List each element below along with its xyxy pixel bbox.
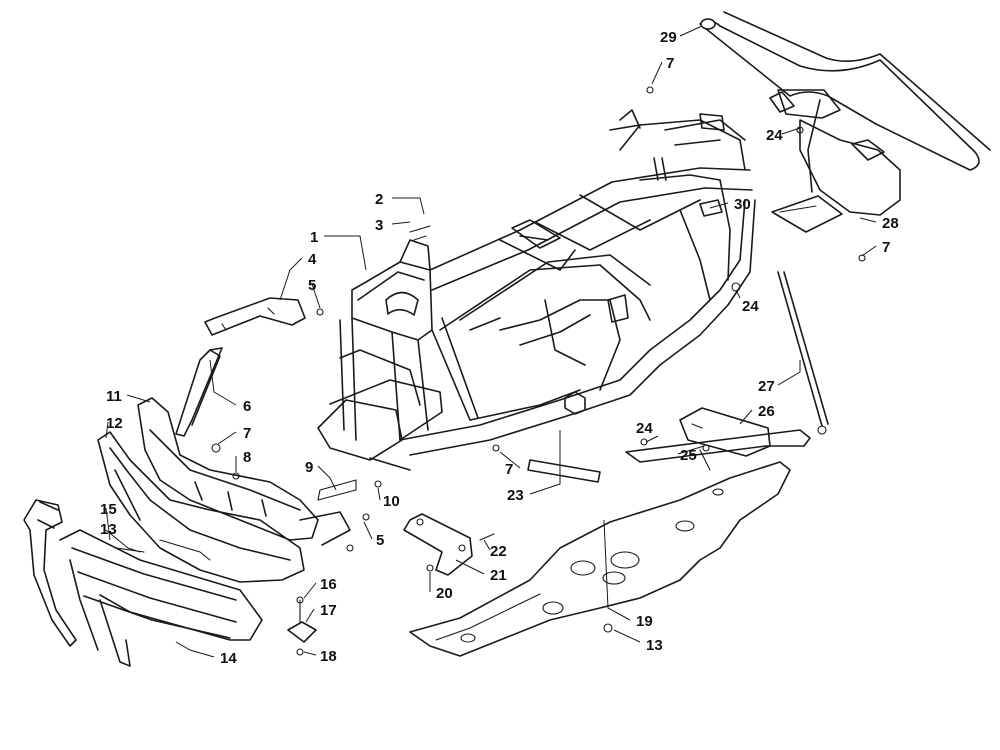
front-bumper <box>137 397 351 546</box>
rear-rack <box>699 11 991 233</box>
rear-rack-plug <box>700 18 716 30</box>
callout-1: 1 <box>310 229 318 246</box>
front-bracket-left <box>204 297 306 336</box>
bolt-hardware <box>211 86 866 633</box>
skid-mount-bracket <box>403 513 473 576</box>
leader-lines <box>105 25 877 658</box>
callout-26: 26 <box>758 403 775 420</box>
callout-3: 3 <box>375 217 383 234</box>
footrest-bracket <box>679 407 771 457</box>
callout-19: 19 <box>636 613 653 630</box>
callout-13-b: 13 <box>646 637 663 654</box>
skid-plate <box>409 461 791 657</box>
brace-rod <box>777 271 829 435</box>
callout-30: 30 <box>734 196 751 213</box>
callout-6: 6 <box>243 398 251 415</box>
callout-23: 23 <box>507 487 524 504</box>
callout-10: 10 <box>383 493 400 510</box>
callout-29: 29 <box>660 29 677 46</box>
callout-25: 25 <box>680 447 697 464</box>
brush-guard <box>23 499 263 667</box>
callout-7-b: 7 <box>666 55 674 72</box>
callout-13: 13 <box>100 521 117 538</box>
callout-18: 18 <box>320 648 337 665</box>
callout-7: 7 <box>243 425 251 442</box>
callout-4: 4 <box>308 251 317 268</box>
callout-9: 9 <box>305 459 313 476</box>
callout-2: 2 <box>375 191 383 208</box>
callout-labels: 1 2 3 4 5 6 7 8 9 10 11 12 13 14 15 16 1… <box>100 29 899 667</box>
guard-clamp <box>287 596 317 656</box>
callout-15: 15 <box>100 501 117 518</box>
main-frame <box>317 109 756 471</box>
callout-17: 17 <box>320 602 337 619</box>
front-support-strut <box>175 347 223 437</box>
callout-14: 14 <box>220 650 237 667</box>
callout-22: 22 <box>490 543 507 560</box>
callout-11: 11 <box>106 388 122 405</box>
callout-12: 12 <box>106 415 123 432</box>
callout-5-b: 5 <box>376 532 384 549</box>
frame-decal-front <box>527 459 601 483</box>
footrest-tube <box>625 429 811 471</box>
callout-16: 16 <box>320 576 337 593</box>
callout-21: 21 <box>490 567 507 584</box>
callout-24-c: 24 <box>636 420 653 437</box>
callout-28: 28 <box>882 215 899 232</box>
callout-27: 27 <box>758 378 775 395</box>
callout-24-b: 24 <box>742 298 759 315</box>
callout-24: 24 <box>766 127 783 144</box>
front-fascia <box>97 431 305 583</box>
frame-decal-rear <box>699 199 723 217</box>
callout-7-c: 7 <box>882 239 890 256</box>
callout-20: 20 <box>436 585 453 602</box>
callout-5: 5 <box>308 277 316 294</box>
callout-7-d: 7 <box>505 461 513 478</box>
callout-8: 8 <box>243 449 251 466</box>
